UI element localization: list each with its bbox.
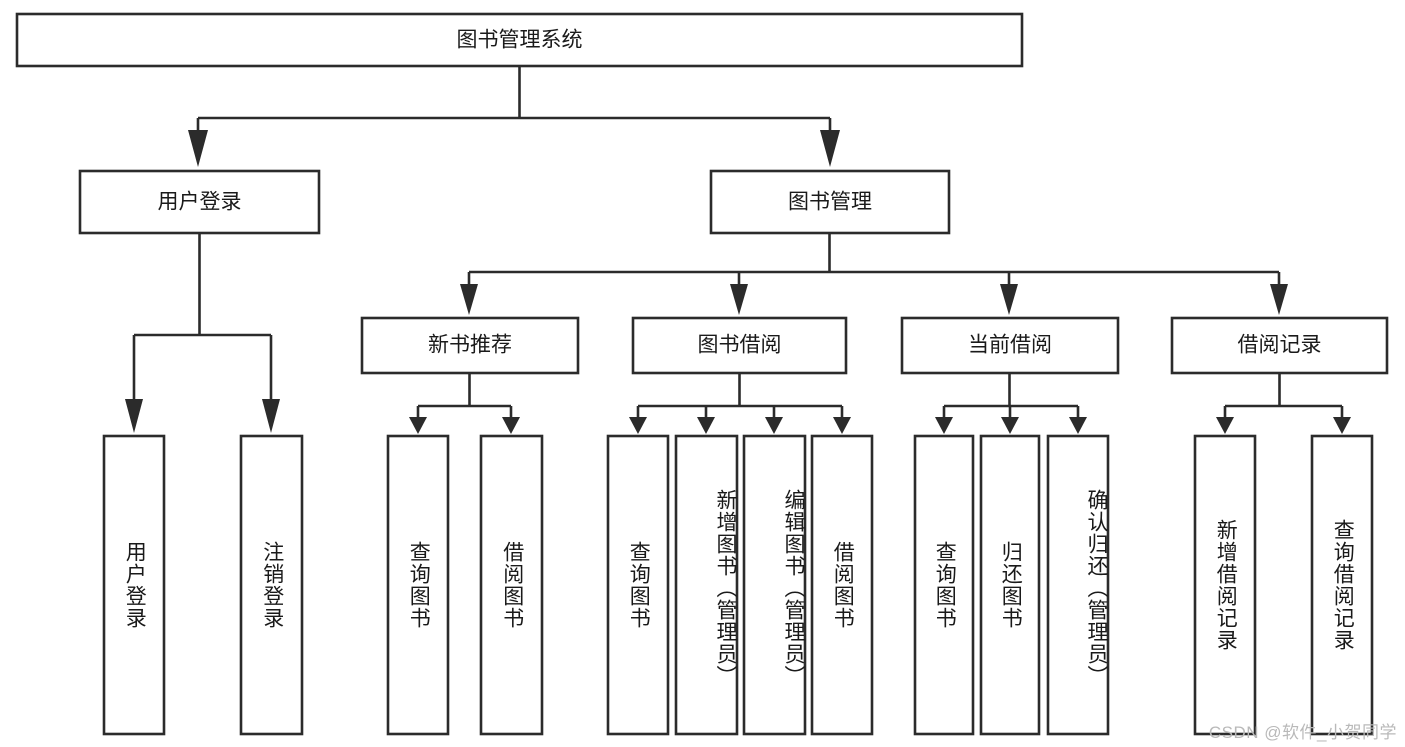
arrowhead-leaf-borrow-book-2 [833,417,851,434]
arrowhead-leaf-borrow-book-1 [502,417,520,434]
node-root-label: 图书管理系统 [457,29,583,52]
arrowhead-leaf-query-book-3 [935,417,953,434]
node-user-login-label: 用户登录 [158,191,242,214]
arrowhead-leaf-user-login [125,399,143,433]
arrowhead-current-borrow [1000,284,1018,315]
arrowhead-leaf-add-book [697,417,715,434]
arrowhead-leaf-query-book-1 [409,417,427,434]
node-book-management-label: 图书管理 [788,191,872,214]
node-current-borrow-box[interactable] [900,316,1120,375]
arrowhead-leaf-query-record [1333,417,1351,434]
connector-user-login-to-leaves [125,233,280,433]
node-leaf-edit-book-box[interactable] [742,434,807,736]
node-user-login-box[interactable] [78,169,321,235]
node-borrow-record-label: 借阅记录 [1238,334,1322,357]
node-leaf-query-record-box[interactable] [1310,434,1374,736]
node-leaf-return-book-box[interactable] [979,434,1041,736]
arrowhead-borrow-record [1270,284,1288,315]
node-leaf-add-book-box[interactable] [674,434,739,736]
node-current-borrow-label: 当前借阅 [968,334,1052,357]
node-leaf-user-logout-box[interactable] [239,434,304,736]
arrowhead-book-borrow [730,284,748,315]
node-new-book-recommend-box[interactable] [360,316,580,375]
node-leaf-query-book-1-box[interactable] [386,434,450,736]
arrowhead-leaf-add-record [1216,417,1234,434]
connector-new-book-recommend-to-leaves [409,373,520,434]
arrowhead-new-book-recommend [460,284,478,315]
arrowhead-leaf-return-book [1001,417,1019,434]
node-leaf-user-login-box[interactable] [102,434,166,736]
arrowhead-leaf-user-logout [262,399,280,433]
node-leaf-query-book-3-box[interactable] [913,434,975,736]
arrowhead-leaf-query-book-2 [629,417,647,434]
connector-book-borrow-to-leaves [629,373,851,434]
node-root-box[interactable] [15,12,1024,68]
node-leaf-add-record-box[interactable] [1193,434,1257,736]
connector-root-to-level1 [188,66,840,167]
node-borrow-record-box[interactable] [1170,316,1389,375]
node-leaf-confirm-return-box[interactable] [1046,434,1110,736]
node-leaf-query-book-2-box[interactable] [606,434,670,736]
node-book-management-box[interactable] [709,169,951,235]
node-book-borrow-box[interactable] [631,316,848,375]
node-leaf-borrow-book-2-box[interactable] [810,434,874,736]
arrowhead-user-login [188,130,208,167]
arrowhead-leaf-confirm-return [1069,417,1087,434]
connector-borrow-record-to-leaves [1216,373,1351,434]
connector-book-management-to-level2 [460,233,1288,315]
node-book-borrow-label: 图书借阅 [698,334,782,357]
connector-current-borrow-to-leaves [935,373,1087,434]
node-new-book-recommend-label: 新书推荐 [428,334,512,357]
csdn-watermark: CSDN @软件_小贺同学 [1208,723,1397,742]
node-leaf-borrow-book-1-box[interactable] [479,434,544,736]
arrowhead-leaf-edit-book [765,417,783,434]
arrowhead-book-management [820,130,840,167]
